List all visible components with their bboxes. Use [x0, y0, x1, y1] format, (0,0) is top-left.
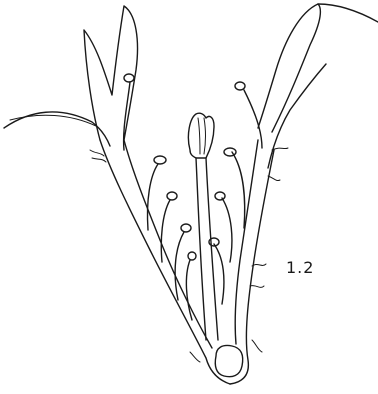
receptacle-left-wall	[100, 140, 230, 384]
right-petal-tip	[318, 4, 378, 22]
receptacle-inner-left	[124, 140, 212, 348]
stamens-right	[209, 82, 262, 304]
stigma-line-2	[204, 118, 206, 154]
right-sepal	[268, 64, 326, 168]
stigma-line	[198, 118, 200, 154]
receptacle-inner-right	[235, 140, 258, 344]
stamens-left	[124, 74, 196, 320]
hair-tufts	[90, 148, 288, 362]
ovary	[215, 345, 242, 376]
receptacle-right-wall	[230, 150, 274, 384]
right-petal	[258, 4, 320, 132]
stigma	[188, 113, 214, 158]
style-left	[196, 158, 206, 340]
left-petal	[84, 6, 138, 140]
style-right	[206, 158, 218, 340]
figure-label: 1.2	[286, 258, 314, 277]
left-sepal-inner	[10, 115, 96, 126]
